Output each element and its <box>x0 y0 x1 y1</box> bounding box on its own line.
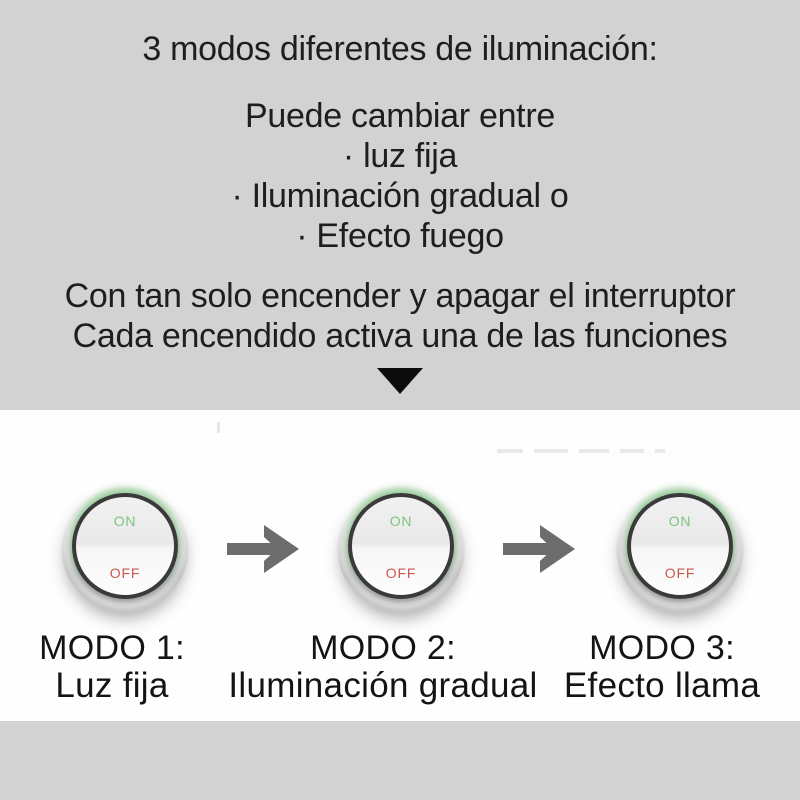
mode-1-description: Luz fija <box>55 666 169 705</box>
instructions: Con tan solo encender y apagar el interr… <box>0 276 800 356</box>
power-button-face: ON OFF <box>348 493 454 599</box>
off-label: OFF <box>664 565 696 581</box>
mode-3-name: MODO 3: <box>589 629 735 667</box>
mode-2-label: MODO 2: Iluminación gradual <box>183 629 583 705</box>
intro-paragraph: Puede cambiar entre · luz fija · Ilumina… <box>0 96 800 256</box>
mode-1-name: MODO 1: <box>39 629 185 667</box>
down-triangle-icon <box>377 368 423 394</box>
mode-1-label: MODO 1: Luz fija <box>0 629 262 705</box>
modes-panel: ON OFF ON OFF <box>0 410 800 721</box>
power-button-face: ON OFF <box>627 493 733 599</box>
mode-3-label: MODO 3: Efecto llama <box>492 629 800 705</box>
power-button-mode-2: ON OFF <box>337 484 465 612</box>
power-button-mode-1: ON OFF <box>61 484 189 612</box>
right-arrow-icon <box>227 525 299 573</box>
mode-3-description: Efecto llama <box>563 666 761 705</box>
on-label: ON <box>113 513 137 529</box>
on-label: ON <box>389 513 413 529</box>
instruction-line-2: Cada encendido activa una de las funcion… <box>72 317 728 355</box>
off-label: OFF <box>385 565 417 581</box>
watermark-artifact <box>217 422 220 433</box>
power-button-face: ON OFF <box>72 493 178 599</box>
power-button-mode-3: ON OFF <box>616 484 744 612</box>
bullet-iluminacion-gradual: · Iluminación gradual o <box>231 177 569 215</box>
bullet-luz-fija: · luz fija <box>342 137 458 175</box>
bullet-efecto-fuego: · Efecto fuego <box>296 217 504 255</box>
instruction-line-1: Con tan solo encender y apagar el interr… <box>64 277 736 315</box>
intro-subtitle: Puede cambiar entre <box>245 97 555 135</box>
right-arrow-icon <box>503 525 575 573</box>
mode-2-name: MODO 2: <box>310 629 456 667</box>
page-title: 3 modos diferentes de iluminación: <box>142 30 658 68</box>
mode-2-description: Iluminación gradual <box>228 666 538 705</box>
on-label: ON <box>668 513 692 529</box>
off-label: OFF <box>109 565 141 581</box>
watermark-artifact <box>497 449 665 453</box>
